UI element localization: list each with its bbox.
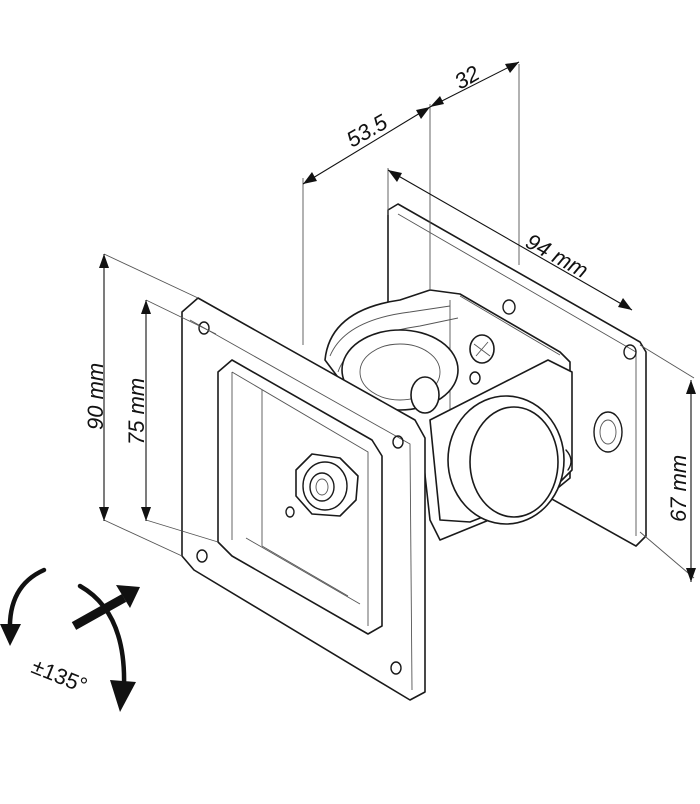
rotation-arc-right xyxy=(77,583,127,689)
dimension-lines xyxy=(99,61,696,582)
extension-lines xyxy=(103,64,695,579)
back-plate-hole-large xyxy=(593,411,623,453)
label-75mm: 75 mm xyxy=(124,378,149,445)
rotation-arc-left xyxy=(7,567,47,635)
tilt-cap-inner xyxy=(469,406,559,518)
label-90mm: 90 mm xyxy=(83,363,108,430)
vesa-front-plate xyxy=(181,297,426,701)
vesa-hole-top-left xyxy=(198,321,210,335)
label-94mm: 94 mm xyxy=(522,229,593,283)
dim-line-94 xyxy=(387,169,633,311)
rotation-arrowhead-right xyxy=(110,680,136,712)
rotation-label: ±135° xyxy=(28,653,91,698)
rotation-arrowhead-left xyxy=(0,624,21,646)
rotation-straight-arrowhead xyxy=(116,585,140,608)
rotation-straight-arrow xyxy=(71,594,127,630)
back-plate-hole-corner xyxy=(623,344,637,360)
vesa-hole-bottom-right xyxy=(390,661,402,675)
dim-line-32 xyxy=(429,61,520,108)
pivot-arm xyxy=(324,289,573,541)
label-32: 32 xyxy=(450,60,484,94)
label-67mm: 67 mm xyxy=(666,455,691,522)
vesa-hole-bottom-left xyxy=(196,549,208,563)
dim-line-53-5 xyxy=(302,106,431,185)
pivot-joint-knob xyxy=(410,376,440,414)
rotation-indicator: ±135° xyxy=(0,567,140,712)
label-53-5: 53.5 xyxy=(342,109,392,152)
vesa-hole-top-right xyxy=(392,435,404,449)
back-plate-hole-top xyxy=(502,299,516,315)
